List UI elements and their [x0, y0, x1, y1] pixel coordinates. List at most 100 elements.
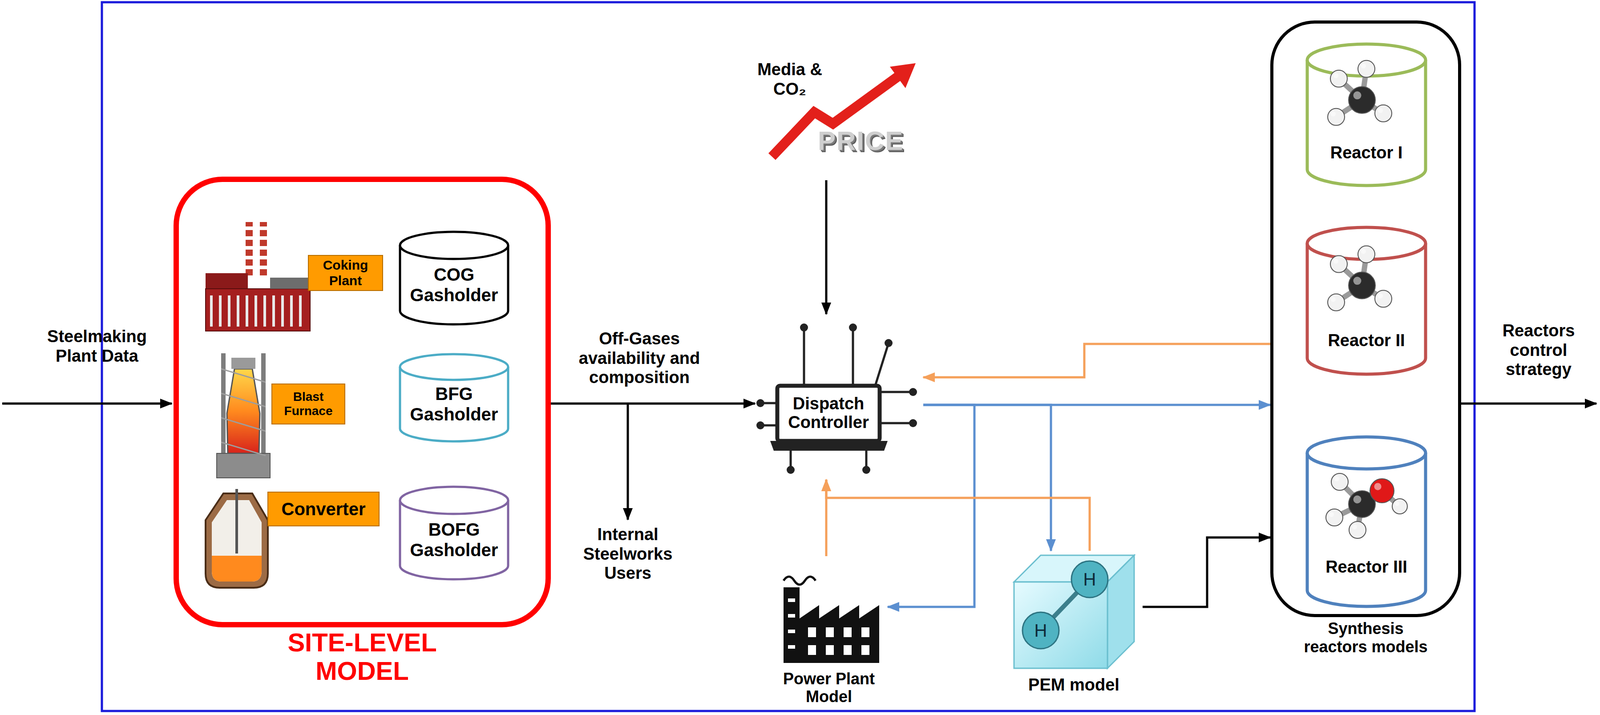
- pem-node: PEM model: [1005, 550, 1143, 703]
- unit-label-box: Blast Furnace: [271, 383, 346, 425]
- drawing-circle: [800, 323, 809, 332]
- flow-connector: [550, 402, 756, 405]
- drawing-circle: [1392, 498, 1408, 514]
- drawing-rect: [861, 627, 870, 638]
- drawing-rect: [843, 627, 852, 638]
- drawing-circle: [1348, 86, 1376, 114]
- drawing-rect: [210, 295, 213, 327]
- drawing-rect: [281, 295, 284, 327]
- output-arrow: [1461, 402, 1597, 405]
- reactor-cylinder: Reactor I: [1304, 40, 1429, 189]
- drawing-polyline: [803, 327, 806, 386]
- power-plant-node: Power Plant Model: [770, 556, 888, 710]
- drawing-circle: [1349, 521, 1366, 539]
- drawing-rect: [245, 295, 249, 327]
- drawing-polyline: [879, 391, 914, 394]
- atom-symbol: H: [1027, 619, 1055, 642]
- drawing-rect: [777, 385, 880, 441]
- drawing-polyline: [879, 422, 914, 425]
- drawing-circle: [1330, 70, 1348, 88]
- drawing-circle: [1330, 255, 1348, 273]
- drawing-rect: [825, 645, 834, 655]
- drawing-circle: [1377, 107, 1383, 113]
- drawing-circle: [1357, 246, 1375, 263]
- node-text: COG Gasholder: [401, 259, 507, 311]
- drawing-circle: [1331, 473, 1349, 491]
- drawing-rect: [218, 295, 222, 327]
- drawing-rect: [227, 295, 231, 327]
- drawing-rect: [263, 295, 267, 327]
- drawing-rect: [259, 265, 267, 270]
- drawing-rect: [245, 222, 253, 276]
- drawing-path: [1307, 452, 1426, 607]
- drawing-circle: [756, 421, 765, 430]
- drawing-circle: [1352, 524, 1358, 530]
- drawing-rect: [808, 627, 817, 638]
- node-shape: [1304, 40, 1429, 189]
- controller-node: Dispatch Controller: [755, 316, 924, 480]
- unit-label-box: Converter: [267, 491, 380, 527]
- site-model-box: SITE-LEVEL MODELCoking PlantCOG Gasholde…: [173, 176, 551, 628]
- drawing-polygon: [226, 368, 260, 454]
- node-text: BFG Gasholder: [401, 380, 507, 429]
- drawing-path: [211, 555, 262, 582]
- drawing-line: [221, 368, 266, 383]
- reactor-cylinder: Reactor II: [1304, 224, 1429, 378]
- drawing-line: [235, 488, 239, 554]
- gasholder-cylinder: COG Gasholder: [397, 229, 511, 327]
- node-text: Reactor III: [1307, 549, 1426, 586]
- drawing-circle: [1327, 108, 1345, 126]
- drawing-path: [770, 440, 888, 451]
- flow-connector: [1142, 537, 1271, 607]
- flow-connector: [887, 404, 975, 607]
- drawing-circle: [1022, 612, 1059, 649]
- drawing-circle: [1377, 293, 1383, 299]
- node-text: PEM model: [996, 675, 1152, 695]
- drawing-circle: [1333, 72, 1339, 78]
- drawing-rect: [272, 295, 275, 327]
- drawing-ellipse: [400, 486, 509, 514]
- drawing-rect: [787, 629, 796, 634]
- outer-frame: [101, 2, 1475, 712]
- drawing-circle: [1374, 105, 1392, 122]
- drawing-polyline: [852, 327, 855, 386]
- drawing-circle: [1071, 561, 1108, 598]
- drawing-circle: [1353, 495, 1362, 504]
- drawing-circle: [884, 339, 893, 348]
- drawing-circle: [862, 465, 871, 474]
- note-label: Steelmaking Plant Data: [32, 327, 162, 366]
- price-word: PRICE: [817, 125, 904, 157]
- users-arrow: [626, 403, 630, 520]
- atom-symbol: H: [1076, 568, 1104, 590]
- node-text: Synthesis reactors models: [1294, 619, 1438, 657]
- drawing-circle: [1353, 91, 1362, 100]
- drawing-rect: [245, 255, 253, 260]
- node-shape: [1304, 433, 1429, 610]
- drawing-circle: [1330, 111, 1336, 117]
- drawing-rect: [861, 645, 870, 655]
- drawing-circle: [1374, 290, 1392, 308]
- reactor-cylinder: Reactor III: [1304, 433, 1429, 610]
- drawing-polygon: [889, 63, 916, 89]
- drawing-polyline: [875, 343, 889, 386]
- drawing-circle: [1357, 60, 1375, 78]
- drawing-circle: [1361, 63, 1366, 69]
- node-text: Converter: [279, 498, 368, 520]
- drawing-circle: [1361, 248, 1366, 254]
- drawing-rect: [259, 222, 267, 276]
- drawing-ellipse: [400, 354, 509, 380]
- drawing-rect: [245, 236, 253, 240]
- drawing-circle: [848, 323, 857, 332]
- drawing-rect: [259, 236, 267, 240]
- drawing-rect: [259, 246, 267, 250]
- price-arrow: [825, 180, 828, 315]
- drawing-polygon: [1107, 555, 1135, 669]
- drawing-circle: [1369, 478, 1394, 503]
- unit-label-box: Coking Plant: [307, 254, 384, 291]
- flow-connector: [923, 343, 1271, 378]
- drawing-rect: [298, 295, 302, 327]
- drawing-circle: [909, 387, 918, 396]
- input-arrow: [2, 402, 172, 405]
- drawing-circle: [1348, 272, 1376, 299]
- drawing-rect: [290, 295, 293, 327]
